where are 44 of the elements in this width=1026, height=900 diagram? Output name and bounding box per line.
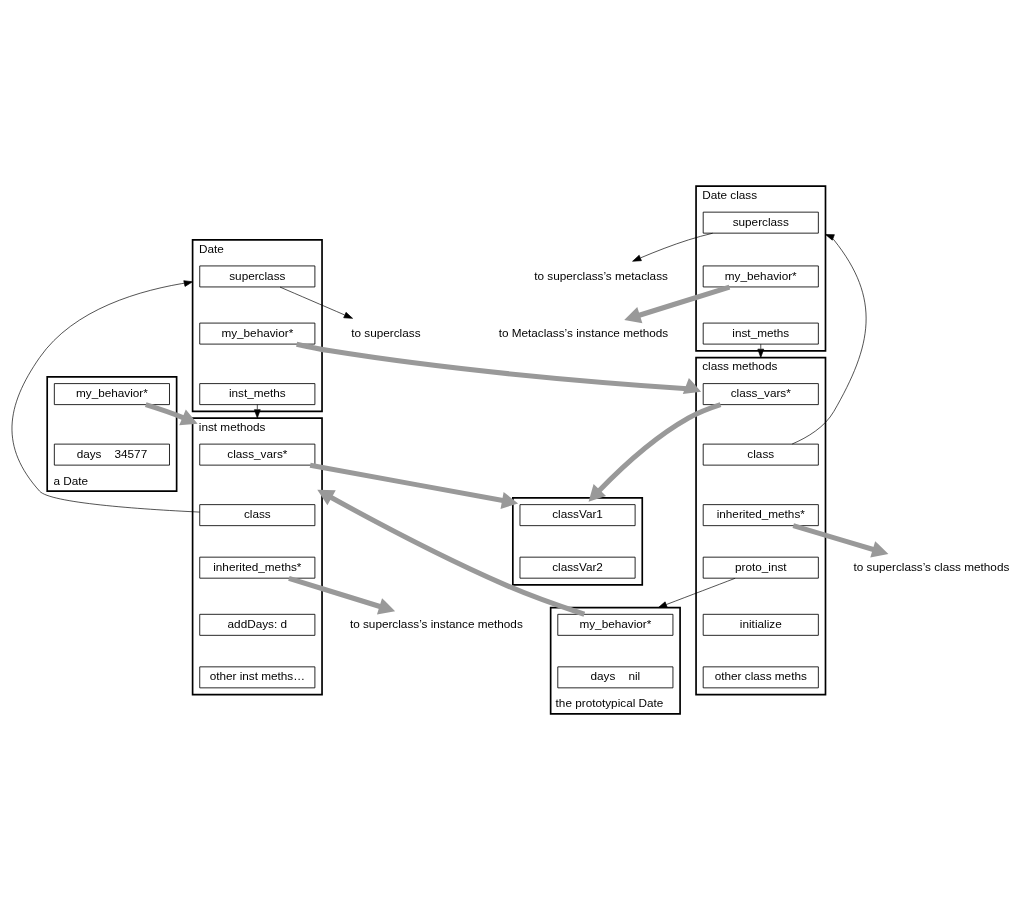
node-box: my_behavior* bbox=[199, 322, 316, 345]
arrow bbox=[588, 402, 722, 502]
node-box: initialize bbox=[702, 613, 819, 636]
node-box: class bbox=[702, 443, 819, 466]
arrow bbox=[279, 286, 353, 319]
cluster bbox=[512, 497, 644, 586]
arrow bbox=[632, 232, 713, 262]
node-box: my_behavior* bbox=[557, 613, 674, 636]
node-box: superclass bbox=[199, 265, 316, 288]
node-box: days nil bbox=[557, 666, 674, 689]
node-box: inherited_meths* bbox=[199, 556, 316, 579]
arrow bbox=[317, 489, 586, 617]
arrow bbox=[757, 343, 765, 358]
arrow bbox=[658, 577, 736, 608]
node-box: addDays: d bbox=[199, 613, 316, 636]
node-text: to superclass’s class methods bbox=[853, 559, 1010, 573]
arrow bbox=[792, 523, 889, 558]
node-box: other class meths bbox=[702, 666, 819, 689]
node-text: to superclass’s instance methods bbox=[349, 616, 523, 630]
node-box: classVar2 bbox=[519, 556, 636, 579]
arrow bbox=[309, 462, 519, 509]
node-text: to superclass bbox=[351, 325, 421, 339]
node-box: inherited_meths* bbox=[702, 504, 819, 527]
node-box: superclass bbox=[702, 211, 819, 234]
arrow bbox=[296, 341, 702, 394]
node-box: my_behavior* bbox=[53, 383, 170, 406]
node-box: class_vars* bbox=[702, 383, 819, 406]
node-box: my_behavior* bbox=[702, 265, 819, 288]
arrow bbox=[791, 234, 867, 445]
node-box: other inst meths… bbox=[199, 666, 316, 689]
arrow bbox=[624, 284, 731, 324]
node-box: inst_meths bbox=[702, 322, 819, 345]
arrow bbox=[11, 280, 201, 513]
node-text: to Metaclass’s instance methods bbox=[498, 325, 669, 339]
node-text: to superclass’s metaclass bbox=[534, 268, 668, 282]
arrow bbox=[145, 402, 198, 426]
node-box: classVar1 bbox=[519, 504, 636, 527]
arrow bbox=[288, 575, 396, 615]
node-box: class_vars* bbox=[199, 443, 316, 466]
arrow bbox=[254, 404, 261, 419]
node-box: proto_inst bbox=[702, 556, 819, 579]
node-box: class bbox=[199, 504, 316, 527]
node-box: days 34577 bbox=[53, 443, 170, 466]
node-box: inst_meths bbox=[199, 383, 316, 406]
